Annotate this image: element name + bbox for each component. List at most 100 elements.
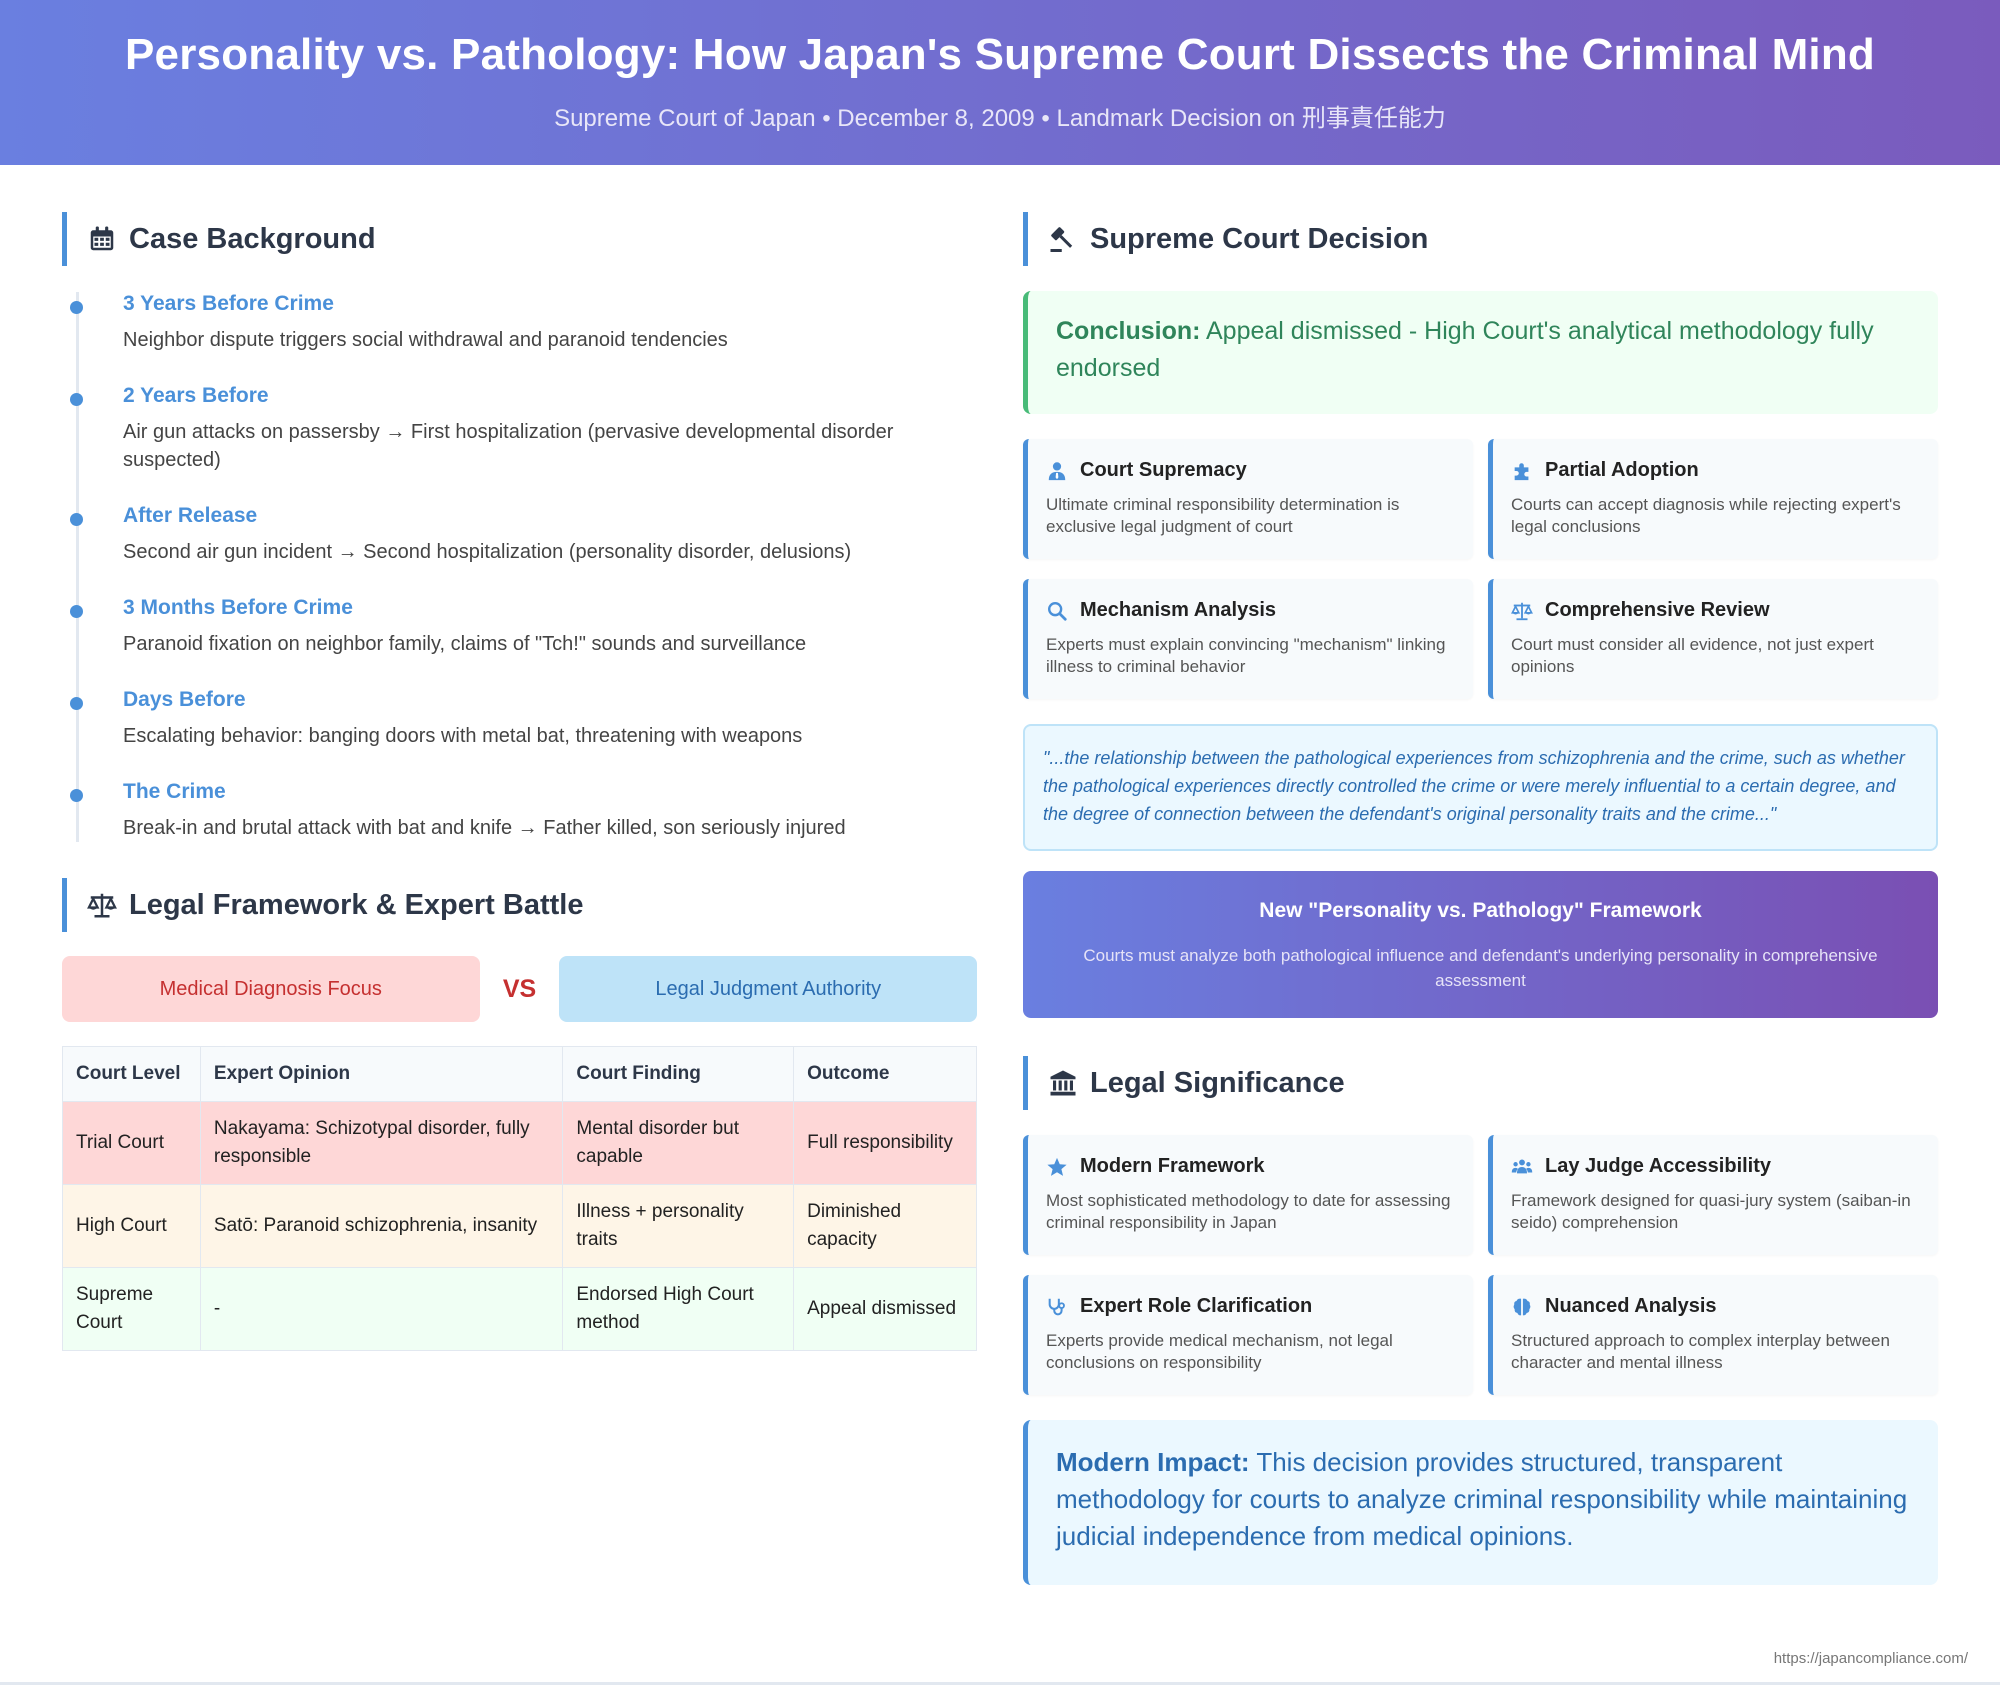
timeline-date: The Crime [123,780,226,803]
left-column: Case Background 3 Years Before Crime Nei… [62,212,977,1351]
card-title: Mechanism Analysis [1080,599,1277,621]
conclusion-text: Appeal dismissed - High Court's analytic… [1056,317,1874,382]
brain-icon [1511,1296,1533,1318]
card-desc: Experts provide medical mechanism, not l… [1046,1331,1393,1372]
search-icon [1046,600,1068,622]
landmark-icon [1048,1068,1078,1098]
right-column: Supreme Court Decision Conclusion: Appea… [1023,212,1938,1585]
users-icon [1511,1156,1533,1178]
section-legal-framework: Legal Framework & Expert Battle [62,878,977,932]
table-cell: Nakayama: Schizotypal disorder, fully re… [199,1101,564,1185]
court-table: Court Level Expert Opinion Court Finding… [62,1046,977,1351]
timeline-desc: Escalating behavior: banging doors with … [123,725,803,747]
page-title: Personality vs. Pathology: How Japan's S… [125,30,1875,79]
card-desc: Structured approach to complex interplay… [1511,1331,1890,1372]
medical-diagnosis-box: Medical Diagnosis Focus [62,956,480,1022]
timeline-dot [70,697,83,710]
table-header: Court Level [62,1046,201,1102]
table-header: Expert Opinion [199,1046,564,1102]
section-legal-significance: Legal Significance [1023,1056,1938,1110]
table-cell: Diminished capacity [793,1184,977,1268]
table-cell: Full responsibility [793,1101,977,1185]
table-cell: Illness + personality traits [562,1184,795,1268]
timeline-desc: Paranoid fixation on neighbor family, cl… [123,633,807,655]
card-title: Lay Judge Accessibility [1545,1155,1772,1177]
timeline-item: 3 Years Before Crime Neighbor dispute tr… [70,292,977,354]
card-mechanism-analysis: Mechanism Analysis Experts must explain … [1023,579,1473,699]
conclusion-label: Conclusion: [1056,317,1201,345]
card-title: Expert Role Clarification [1080,1295,1313,1317]
table-cell: Endorsed High Court method [562,1267,795,1351]
card-comprehensive-review: Comprehensive Review Court must consider… [1488,579,1938,699]
card-desc: Courts can accept diagnosis while reject… [1511,495,1901,536]
card-partial-adoption: Partial Adoption Courts can accept diagn… [1488,439,1938,559]
card-title: Nuanced Analysis [1545,1295,1717,1317]
card-expert-role-clarification: Expert Role Clarification Experts provid… [1023,1275,1473,1395]
card-desc: Experts must explain convincing "mechani… [1046,635,1446,676]
timeline-date: 3 Months Before Crime [123,596,353,619]
timeline-dot [70,605,83,618]
table-cell: High Court [62,1184,201,1268]
table-cell: Mental disorder but capable [562,1101,795,1185]
timeline-desc: Air gun attacks on passersby → First hos… [123,421,894,471]
calendar-icon [87,224,117,254]
table-cell: Supreme Court [62,1267,201,1351]
table-cell: - [199,1267,564,1351]
card-desc: Most sophisticated methodology to date f… [1046,1191,1451,1232]
scale-icon [87,890,117,920]
card-modern-framework: Modern Framework Most sophisticated meth… [1023,1135,1473,1255]
court-quote: "...the relationship between the patholo… [1023,724,1938,851]
timeline-item: 2 Years Before Air gun attacks on passer… [70,384,977,474]
section-case-background: Case Background [62,212,977,266]
table-cell: Satō: Paranoid schizophrenia, insanity [199,1184,564,1268]
table-header: Court Finding [562,1046,795,1102]
timeline-item: The Crime Break-in and brutal attack wit… [70,780,977,842]
card-court-supremacy: Court Supremacy Ultimate criminal respon… [1023,439,1473,559]
timeline-item: After Release Second air gun incident → … [70,504,977,566]
card-nuanced-analysis: Nuanced Analysis Structured approach to … [1488,1275,1938,1395]
decision-cards: Court Supremacy Ultimate criminal respon… [1023,439,1938,699]
page-header: Personality vs. Pathology: How Japan's S… [0,0,2000,165]
vs-comparison: Medical Diagnosis Focus VS Legal Judgmen… [62,956,977,1022]
impact-label: Modern Impact: [1056,1447,1250,1477]
legal-judgment-box: Legal Judgment Authority [559,956,977,1022]
card-title: Court Supremacy [1080,459,1247,481]
modern-impact-box: Modern Impact: This decision provides st… [1023,1420,1938,1585]
section-title-text: Legal Significance [1090,1066,1345,1099]
card-desc: Court must consider all evidence, not ju… [1511,635,1874,676]
timeline-date: 2 Years Before [123,384,269,407]
timeline-dot [70,513,83,526]
timeline-desc: Break-in and brutal attack with bat and … [123,817,846,839]
timeline-desc: Neighbor dispute triggers social withdra… [123,329,728,351]
page-subtitle: Supreme Court of Japan • December 8, 200… [554,105,1446,132]
footer-url[interactable]: https://japancompliance.com/ [1773,1650,1968,1667]
scale-icon [1511,600,1533,622]
timeline-dot [70,789,83,802]
framework-desc: Courts must analyze both pathological in… [1083,946,1878,990]
card-lay-judge-accessibility: Lay Judge Accessibility Framework design… [1488,1135,1938,1255]
stethoscope-icon [1046,1296,1068,1318]
section-title-text: Case Background [129,222,376,255]
vs-label: VS [502,974,537,1003]
timeline-item: 3 Months Before Crime Paranoid fixation … [70,596,977,658]
table-cell: Trial Court [62,1101,201,1185]
timeline-date: Days Before [123,688,246,711]
section-title-text: Supreme Court Decision [1090,222,1429,255]
table-header-row: Court Level Expert Opinion Court Finding… [62,1046,977,1102]
timeline-desc: Second air gun incident → Second hospita… [123,541,852,563]
timeline-dot [70,393,83,406]
timeline-dot [70,301,83,314]
timeline-date: 3 Years Before Crime [123,292,334,315]
framework-banner: New "Personality vs. Pathology" Framewor… [1023,871,1938,1018]
timeline-date: After Release [123,504,258,527]
framework-title: New "Personality vs. Pathology" Framewor… [1259,899,1702,922]
card-desc: Framework designed for quasi-jury system… [1511,1191,1911,1232]
card-title: Modern Framework [1080,1155,1265,1177]
star-icon [1046,1156,1068,1178]
card-desc: Ultimate criminal responsibility determi… [1046,495,1400,536]
section-title-text: Legal Framework & Expert Battle [129,888,584,921]
table-row: High Court Satō: Paranoid schizophrenia,… [62,1184,977,1268]
gavel-icon [1048,224,1078,254]
table-header: Outcome [793,1046,977,1102]
significance-cards: Modern Framework Most sophisticated meth… [1023,1135,1938,1395]
